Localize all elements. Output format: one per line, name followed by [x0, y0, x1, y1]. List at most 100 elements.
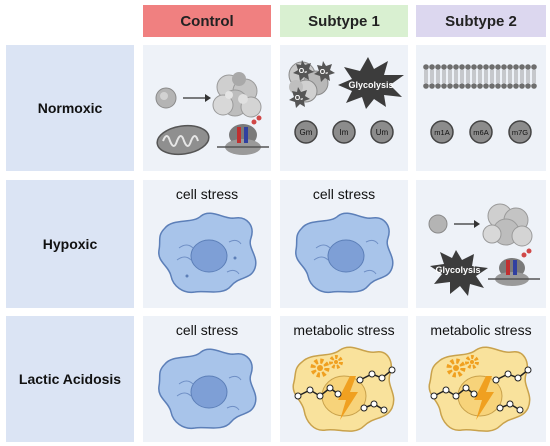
lipid-tail: [454, 70, 458, 83]
lipid-head: [489, 83, 495, 89]
lipid-tail: [424, 70, 428, 83]
modification-label: m7G: [512, 128, 528, 137]
cell-normoxic-subtype-2: m1A m6A m7G: [416, 45, 546, 171]
cell-hypoxic-subtype-2: Glycolysis: [416, 180, 546, 308]
lipid-head: [423, 83, 429, 89]
lipid-head: [489, 64, 495, 70]
lipid-head: [483, 83, 489, 89]
modification-label: m1A: [434, 128, 449, 137]
modification-label: Im: [340, 128, 349, 137]
cell-normoxic-control: [143, 45, 271, 171]
lipid-head: [435, 83, 441, 89]
lipid-head: [459, 64, 465, 70]
lipid-head: [501, 64, 507, 70]
row-header-label: Normoxic: [37, 100, 103, 116]
lipid-head: [513, 64, 519, 70]
cell-icon: [158, 348, 257, 430]
lipid-head: [423, 64, 429, 70]
lipid-head: [447, 64, 453, 70]
stress-label: cell stress: [175, 322, 239, 338]
cell-hypoxic-subtype-1: cell stress: [280, 180, 408, 308]
o2-label: O₂: [299, 68, 308, 75]
row-header-label: Hypoxic: [42, 236, 98, 252]
stress-label: metabolic stress: [430, 322, 532, 338]
modification-im-icon: Im: [332, 120, 356, 144]
stress-label: cell stress: [312, 186, 376, 202]
lipid-head: [531, 83, 537, 89]
cell-icon: [295, 212, 394, 294]
lightning-icon: [338, 376, 358, 420]
modification-m6a-icon: m6A: [469, 120, 493, 144]
ribosome-icon: [488, 248, 540, 286]
lipid-tail: [526, 70, 530, 83]
lipid-head: [453, 64, 459, 70]
row-header-normoxic: Normoxic: [6, 45, 134, 171]
lipid-head: [453, 83, 459, 89]
gear-icon: [446, 355, 479, 378]
cell-icon: [158, 212, 257, 294]
lipid-head: [531, 64, 537, 70]
stress-label: cell stress: [175, 186, 239, 202]
lipid-tail: [502, 70, 506, 83]
modification-label: Um: [376, 128, 389, 137]
lipid-head: [435, 64, 441, 70]
cell-proliferation-icon: [155, 72, 262, 118]
lipid-head: [477, 64, 483, 70]
lipid-head: [507, 83, 513, 89]
lipid-head: [471, 83, 477, 89]
lipid-head: [495, 64, 501, 70]
lipid-head: [471, 64, 477, 70]
modification-um-icon: Um: [370, 120, 394, 144]
lipid-tail: [436, 70, 440, 83]
molecule-chain-icon: [294, 366, 396, 414]
column-header-label: Control: [180, 12, 234, 30]
lipid-tail: [448, 70, 452, 83]
stress-label: metabolic stress: [293, 322, 395, 338]
lipid-head: [465, 64, 471, 70]
cell-proliferation-icon: [428, 203, 533, 247]
lipid-tail: [514, 70, 518, 83]
lipid-tail: [442, 70, 446, 83]
lipid-head: [525, 83, 531, 89]
modification-label: m6A: [473, 128, 488, 137]
o2-label: O₂: [320, 69, 329, 76]
modification-gm-icon: Gm: [294, 120, 318, 144]
column-header-label: Subtype 1: [308, 12, 380, 30]
lipid-tail: [484, 70, 488, 83]
lipid-tail: [478, 70, 482, 83]
column-header-subtype-2: Subtype 2: [416, 5, 546, 37]
glycolysis-label: Glycolysis: [348, 80, 393, 90]
lipid-tail: [520, 70, 524, 83]
cell-lactic-subtype-2: metabolic stress: [416, 316, 546, 442]
row-header-lactic-acidosis: Lactic Acidosis: [6, 316, 134, 442]
lipid-head: [507, 64, 513, 70]
lipid-head: [429, 64, 435, 70]
lipid-tail: [472, 70, 476, 83]
lipid-head: [483, 64, 489, 70]
o2-label: O₂: [295, 95, 304, 102]
cell-lactic-subtype-1: metabolic stress: [280, 316, 408, 442]
lipid-head: [501, 83, 507, 89]
lipid-head: [447, 83, 453, 89]
membrane-icon: [423, 64, 537, 89]
mitochondrion-icon: [156, 124, 210, 156]
lipid-tail: [466, 70, 470, 83]
lipid-tail: [496, 70, 500, 83]
lipid-tail: [532, 70, 536, 83]
lipid-head: [513, 83, 519, 89]
column-header-label: Subtype 2: [445, 12, 517, 30]
cell-hypoxic-control: cell stress: [143, 180, 271, 308]
glycolysis-label: Glycolysis: [435, 265, 480, 275]
modification-m7g-icon: m7G: [508, 120, 532, 144]
molecule-chain-icon: [430, 366, 532, 414]
lipid-head: [465, 83, 471, 89]
modification-label: Gm: [300, 128, 313, 137]
lipid-head: [477, 83, 483, 89]
lightning-icon: [474, 376, 494, 420]
lipid-head: [429, 83, 435, 89]
lipid-tail: [490, 70, 494, 83]
glycolysis-burst-icon: Glycolysis: [338, 57, 404, 109]
o2-burst-icon: O₂ O₂ O₂: [289, 60, 335, 108]
lipid-head: [459, 83, 465, 89]
modification-m1a-icon: m1A: [430, 120, 454, 144]
